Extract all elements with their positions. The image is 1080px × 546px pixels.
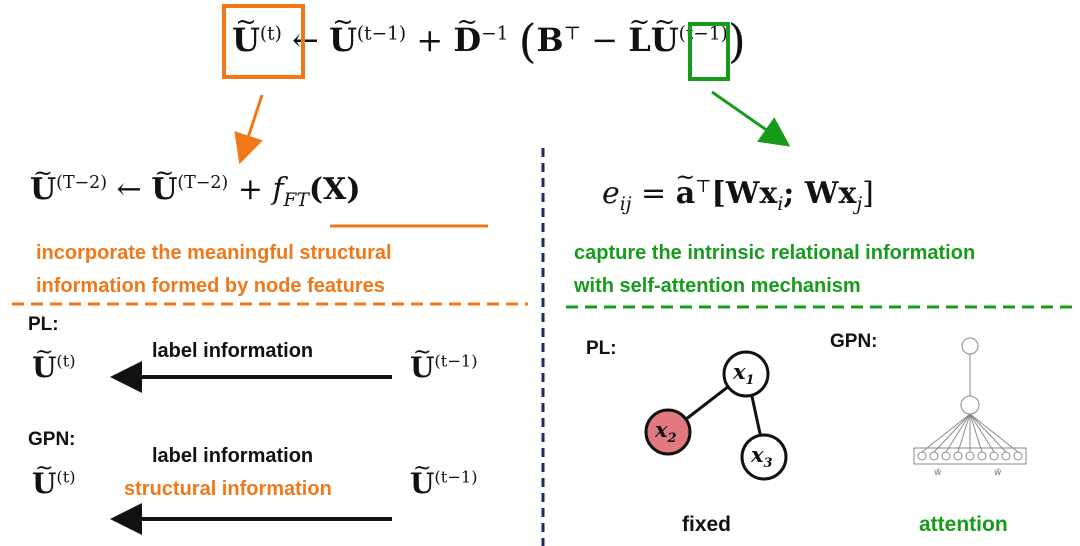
green-highlight-box — [688, 22, 730, 81]
left-lhs-u: U — [30, 172, 56, 207]
right-a-sup: ⊤ — [695, 177, 712, 197]
gpn-weight-label-1: w⃗ — [934, 468, 942, 478]
left-f-sub: FT — [283, 190, 309, 211]
gpn-source-u: U — [410, 467, 434, 500]
left-gpn-label: GPN: — [28, 429, 76, 450]
gpn-target-u: U — [32, 467, 56, 500]
right-gpn-label: GPN: — [830, 331, 878, 352]
left-plus: + — [237, 172, 263, 207]
node-x1-sub: 1 — [745, 373, 755, 389]
pl-target-sup: (t) — [56, 351, 76, 371]
top-b-sup: ⊤ — [563, 23, 582, 45]
right-gpn-caption: attention — [919, 513, 1008, 536]
gpn-arrow-label-2: structural information — [124, 478, 332, 500]
left-caption-line-2: information formed by node features — [36, 275, 385, 297]
right-equation: eij = a⊤[Wxi; Wxj] — [602, 176, 874, 215]
top-open-paren: ( — [518, 14, 537, 68]
top-arrow: ← — [292, 21, 319, 59]
orange-highlight-box — [222, 4, 305, 79]
right-pl-label: PL: — [586, 338, 617, 359]
right-caption-line-1: capture the intrinsic relational informa… — [574, 242, 976, 264]
right-j-sub: j — [856, 194, 863, 215]
right-body-close: ] — [862, 176, 874, 211]
top-close-paren: ) — [727, 14, 746, 68]
top-u-prev: U — [329, 21, 357, 59]
node-x3-name: x — [751, 442, 764, 467]
node-x2 — [644, 408, 692, 456]
top-l: L — [628, 21, 651, 59]
gpn-source-sup: (t−1) — [434, 467, 478, 487]
left-arrow: ← — [116, 172, 142, 207]
gpn-arrow-label-1: label information — [152, 445, 314, 467]
top-equation: U(t) ← U(t−1) + D−1 (B⊤ − LU(t−1)) — [232, 14, 746, 68]
right-i-sub: i — [777, 194, 784, 215]
top-b: B — [536, 21, 564, 59]
right-body-open: [Wx — [711, 176, 778, 211]
top-u-prev-sup: (t−1) — [356, 23, 407, 45]
node-x2-sub: 2 — [667, 431, 677, 447]
pl-source-sup: (t−1) — [434, 351, 478, 371]
right-pl-caption: fixed — [682, 513, 732, 536]
gpn-weight-label-2: w⃗ — [994, 468, 1002, 478]
gpn-target: U(t) — [32, 467, 76, 500]
gpn-target-sup: (t) — [56, 467, 76, 487]
left-pl-label: PL: — [28, 314, 59, 335]
node-x1-label: x1 — [733, 359, 755, 388]
pl-source: U(t−1) — [410, 351, 478, 384]
left-rhs-sup: (T−2) — [177, 173, 229, 193]
right-eq: = — [641, 176, 667, 211]
left-rhs-u: U — [151, 172, 177, 207]
left-arg: (X) — [308, 172, 361, 207]
top-lhs-sup: (t) — [259, 23, 282, 45]
node-x2-name: x — [655, 417, 668, 442]
top-d-sup: −1 — [481, 23, 509, 45]
node-x3 — [740, 433, 788, 481]
node-x3-sub: 3 — [763, 456, 773, 472]
pl-target-u: U — [32, 351, 56, 384]
right-sep: ; Wx — [783, 176, 857, 211]
left-lhs-sup: (T−2) — [56, 173, 107, 193]
top-lhs-u: U — [232, 21, 260, 59]
node-x2-label: x2 — [655, 417, 677, 446]
orange-pointer-arrow — [234, 94, 264, 165]
right-e-sub: ij — [619, 194, 632, 215]
top-d: D — [453, 21, 481, 59]
gpn-source: U(t−1) — [410, 467, 478, 500]
left-equation: U(T−2) ← U(T−2) + fFT(X) — [30, 172, 361, 211]
pl-source-u: U — [410, 351, 434, 384]
node-x3-label: x3 — [751, 442, 773, 471]
top-minus: − — [591, 21, 619, 59]
top-u-last: U — [651, 21, 679, 59]
right-e: e — [602, 176, 620, 211]
pl-target: U(t) — [32, 351, 76, 384]
right-caption-line-2: with self-attention mechanism — [574, 275, 861, 297]
right-a: a — [676, 176, 695, 211]
pl-arrow-label: label information — [152, 340, 314, 362]
node-x1-name: x — [733, 359, 746, 384]
left-f: f — [272, 172, 284, 207]
green-pointer-arrow — [711, 90, 791, 147]
top-plus: + — [416, 21, 444, 59]
attention-sketch — [913, 337, 1027, 465]
left-caption-line-1: incorporate the meaningful structural — [36, 242, 392, 264]
node-x1 — [722, 350, 770, 398]
